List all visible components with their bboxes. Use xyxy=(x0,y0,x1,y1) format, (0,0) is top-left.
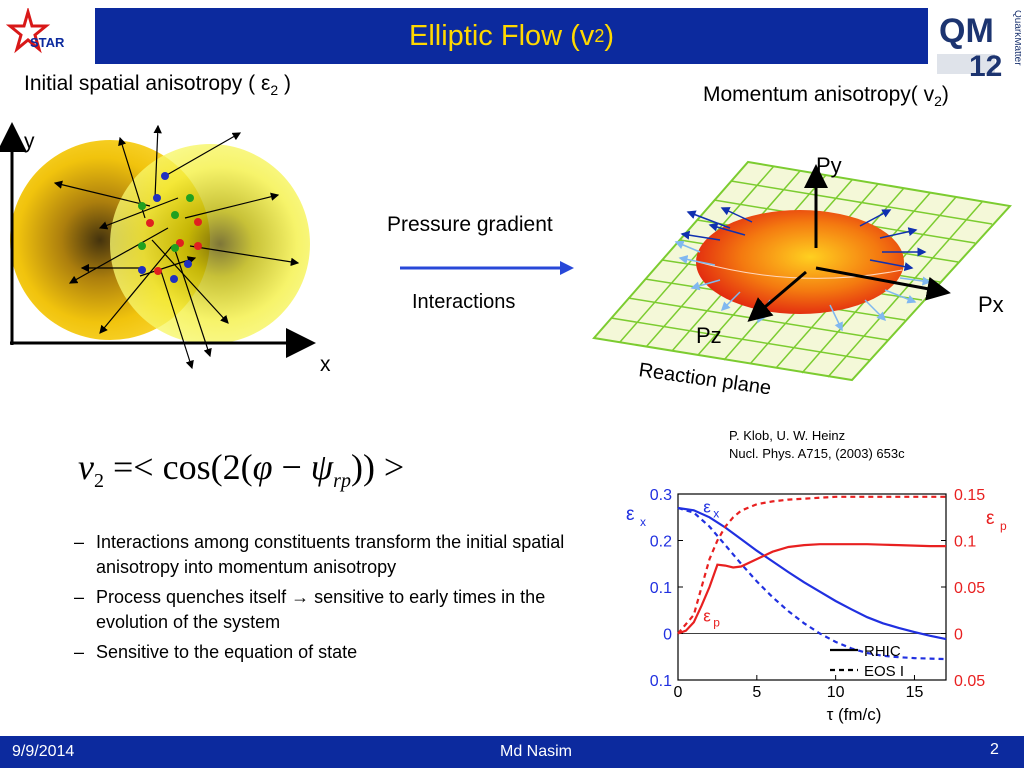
x-tick-label: 15 xyxy=(906,684,924,701)
reference-journal: Nucl. Phys. A715, (2003) 653c xyxy=(729,446,905,461)
right-tick-label: 0.05 xyxy=(954,673,985,690)
right-axis-label: ε xyxy=(986,508,995,529)
left-axis-label-sub: x xyxy=(640,515,646,529)
series-line-right-solid xyxy=(677,543,946,635)
bullet-list: Interactions among constituents transfor… xyxy=(70,530,570,670)
curve-annotation: ε xyxy=(703,498,711,517)
svg-text:QM: QM xyxy=(939,12,994,50)
right-tick-label: 0.1 xyxy=(954,534,976,551)
title-bar xyxy=(95,8,928,64)
svg-text:QuarkMatter: QuarkMatter xyxy=(1012,10,1021,66)
star-logo: STAR xyxy=(5,6,72,64)
left-tick-label: 0.3 xyxy=(650,487,672,504)
footer-bar: 9/9/2014 Md Nasim 2 xyxy=(0,736,1024,768)
x-axis-label: τ (fm/c) xyxy=(827,705,882,724)
reaction-plane-diagram: Py Px Pz Reaction plane xyxy=(580,140,1024,400)
interactions-label: Interactions xyxy=(412,291,516,313)
x-tick-label: 10 xyxy=(827,684,845,701)
x-tick-label: 0 xyxy=(674,684,683,701)
svg-text:12: 12 xyxy=(969,50,1002,80)
footer-date: 9/9/2014 xyxy=(12,743,75,760)
bullet-item: Process quenches itself → sensitive to e… xyxy=(70,585,570,635)
curve-annotation: ε xyxy=(703,606,711,625)
series-line-left-solid xyxy=(677,506,947,641)
right-tick-label: 0.15 xyxy=(954,487,985,504)
overlap-diagram xyxy=(0,118,340,388)
pressure-gradient-label: Pressure gradient xyxy=(387,213,553,236)
left-tick-label: 0.1 xyxy=(650,673,672,690)
legend-label-rhic: RHIC xyxy=(864,643,901,660)
bullet-item: Interactions among constituents transfor… xyxy=(70,530,570,580)
right-tick-label: 0.05 xyxy=(954,580,985,597)
x-tick-label: 5 xyxy=(752,684,761,701)
pz-label: Pz xyxy=(696,323,722,348)
legend-label-eos: EOS I xyxy=(864,663,904,680)
bullet-item: Sensitive to the equation of state xyxy=(70,640,570,665)
footer-author: Md Nasim xyxy=(500,743,573,760)
right-axis-label-sub: p xyxy=(1000,519,1007,533)
star-logo-text: STAR xyxy=(30,35,65,50)
py-label: Py xyxy=(816,153,842,178)
v2-formula: v2 =< cos(2(φ − ψrp)) > xyxy=(78,447,405,493)
series-line-right-dashed xyxy=(677,495,946,635)
series-line-left-dashed xyxy=(677,506,947,661)
pressure-arrow xyxy=(400,258,580,278)
right-tick-label: 0 xyxy=(954,627,963,644)
curve-annotation-sub: p xyxy=(713,615,720,629)
curve-annotation-sub: x xyxy=(713,507,719,521)
left-tick-label: 0 xyxy=(663,627,672,644)
footer-page-number: 2 xyxy=(990,741,999,758)
px-label: Px xyxy=(978,292,1004,317)
spatial-anisotropy-label: Initial spatial anisotropy ( ε2 ) xyxy=(24,72,291,99)
left-axis-label: ε xyxy=(626,504,635,525)
left-tick-label: 0.2 xyxy=(650,534,672,551)
y-axis-label: y xyxy=(24,130,35,153)
x-axis-label: x xyxy=(320,353,331,376)
reference-authors: P. Klob, U. W. Heinz xyxy=(729,428,846,443)
momentum-anisotropy-label: Momentum anisotropy( v2) xyxy=(703,83,949,110)
left-tick-label: 0.1 xyxy=(650,580,672,597)
reaction-plane-label: Reaction plane xyxy=(637,359,772,399)
qm12-logo: QM 12 QuarkMatter xyxy=(935,4,1023,83)
